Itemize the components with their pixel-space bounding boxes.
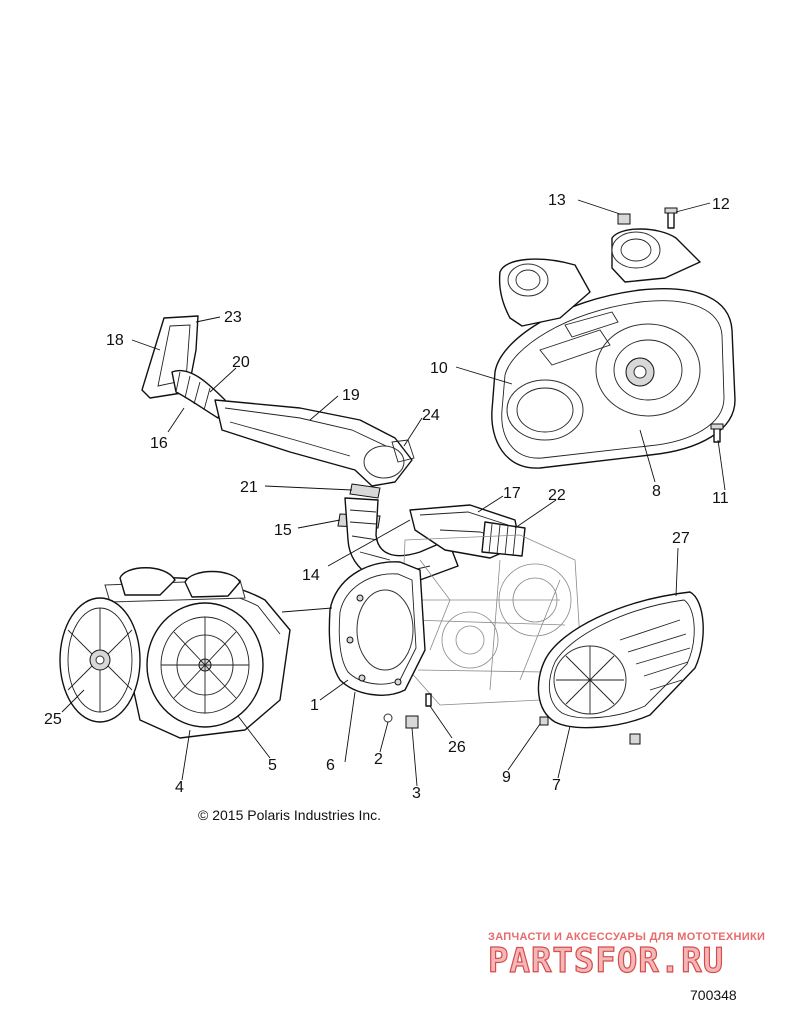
cover-intake-duct-left: [498, 258, 591, 327]
callout-2: 2: [374, 751, 383, 768]
nut-13: [617, 213, 631, 225]
clutch-ducts-top: [119, 567, 241, 598]
callout-27: 27: [672, 530, 690, 547]
callout-7: 7: [552, 777, 561, 794]
diagram-id: 700348: [690, 987, 737, 1003]
callout-12: 12: [712, 196, 730, 213]
intake-tube-19: [214, 399, 413, 487]
callout-15: 15: [274, 522, 292, 539]
callout-14: 14: [302, 567, 320, 584]
bolt-9: [539, 716, 549, 726]
callout-16: 16: [150, 435, 168, 452]
callout-1: 1: [310, 697, 319, 714]
outer-cover-7: [537, 591, 704, 729]
callout-9: 9: [502, 769, 511, 786]
callout-22: 22: [548, 487, 566, 504]
callout-23: 23: [224, 309, 242, 326]
callout-17: 17: [503, 485, 521, 502]
callout-8: 8: [652, 483, 661, 500]
clutch-cover-25: [59, 597, 141, 723]
inner-clutch-cover-6: [328, 561, 426, 696]
clamp-24: [391, 439, 415, 463]
bolt-26: [425, 693, 432, 707]
callout-20: 20: [232, 354, 250, 371]
callout-6: 6: [326, 757, 335, 774]
callout-18: 18: [106, 332, 124, 349]
nut-cover-right: [629, 733, 641, 745]
callout-labels: 13 12 23 18 20 10 19 24 16 8 11 21 17 22…: [44, 192, 730, 802]
callout-11: 11: [712, 490, 729, 507]
callout-25: 25: [44, 711, 62, 728]
copyright-text: © 2015 Polaris Industries Inc.: [198, 807, 381, 823]
watermark-logo: PARTSFOR.RU: [488, 941, 724, 981]
callout-13: 13: [548, 192, 566, 209]
nut-3: [405, 715, 419, 729]
callout-5: 5: [268, 757, 277, 774]
clamp-21: [349, 483, 381, 499]
callout-21: 21: [240, 479, 258, 496]
leader-lines: [61, 199, 726, 787]
callout-26: 26: [448, 739, 466, 756]
screw-12: [664, 207, 678, 229]
intake-boot-14: [344, 497, 459, 584]
outlet-hose-22: [481, 521, 526, 557]
callout-10: 10: [430, 360, 448, 377]
callout-24: 24: [422, 407, 440, 424]
cover-intake-duct-right: [611, 228, 701, 283]
watermark-tagline: ЗАПЧАСТИ И АКСЕССУАРЫ ДЛЯ МОТОТЕХНИКИ: [488, 931, 765, 943]
watermark: ЗАПЧАСТИ И АКСЕССУАРЫ ДЛЯ МОТОТЕХНИКИ PA…: [487, 931, 765, 982]
outer-clutch-cover: [491, 288, 736, 469]
callout-3: 3: [412, 785, 421, 802]
screw-11: [710, 423, 724, 443]
clutch-fan-5: [146, 602, 264, 728]
callout-19: 19: [342, 387, 360, 404]
washer-2: [383, 713, 393, 723]
callout-4: 4: [175, 779, 184, 796]
